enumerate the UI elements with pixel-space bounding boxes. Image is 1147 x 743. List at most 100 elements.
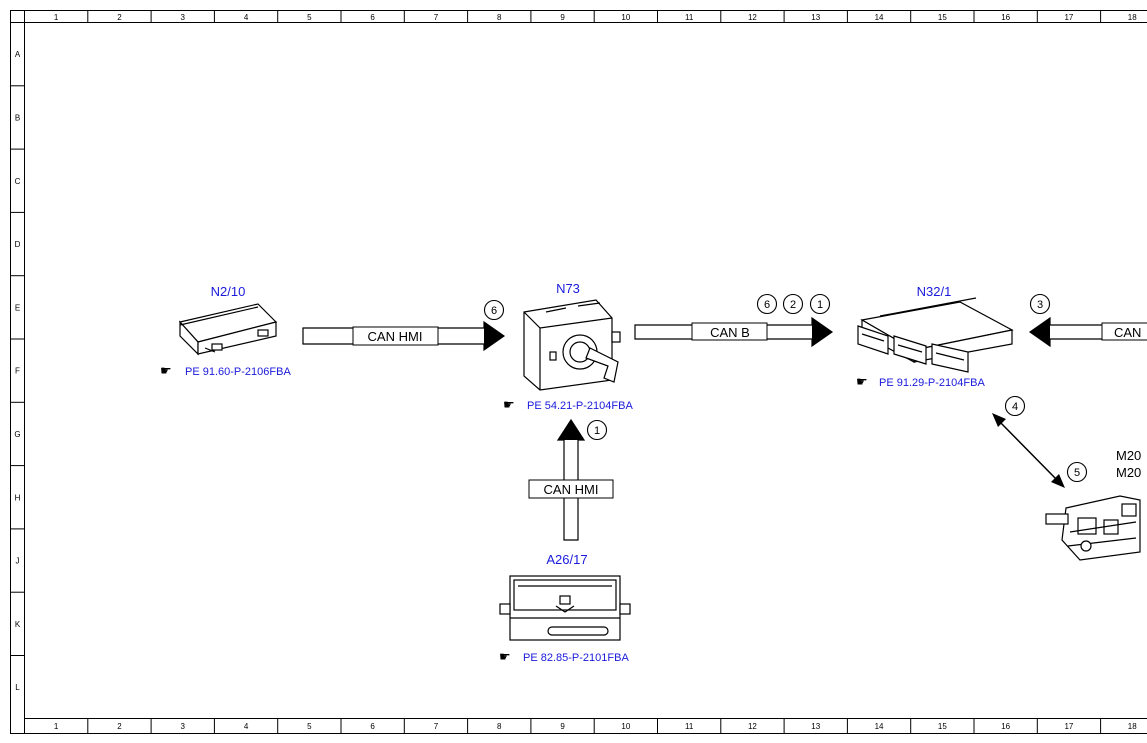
m20-assembly-icon [1045, 495, 1141, 561]
component-n2-10[interactable]: N2/10 ☛ PE 91.60-P-2106FBA [160, 284, 291, 378]
row-label: H [15, 493, 21, 502]
pointing-hand-icon: ☛ [160, 363, 172, 378]
row-label: A [15, 50, 21, 59]
a26-17-ref[interactable]: ☛ PE 82.85-P-2101FBA [499, 649, 629, 664]
n32-1-ref[interactable]: ☛ PE 91.29-P-2104FBA [856, 374, 985, 389]
arrowhead-right-icon [812, 318, 832, 346]
bus-arrow-right-to-n32: CAN 3 [1028, 293, 1147, 348]
row-label: F [15, 367, 20, 376]
a26-17-label: A26/17 [546, 552, 587, 567]
row-label: D [15, 240, 21, 249]
row-label: K [15, 620, 21, 629]
marker-3: 3 [1037, 299, 1043, 311]
arrowhead-right-icon [484, 322, 504, 350]
col-label-bottom: 14 [875, 722, 884, 731]
m20-label-2: M20 [1116, 465, 1141, 480]
bus-label-can-b: CAN B [710, 325, 750, 340]
arrowhead-up-icon [558, 420, 584, 440]
m20-label-1: M20 [1116, 448, 1141, 463]
col-label-top: 11 [685, 13, 694, 22]
a26-17-ref-text: PE 82.85-P-2101FBA [523, 652, 629, 664]
row-label: L [15, 683, 20, 692]
bus-label-can-hmi-1: CAN HMI [368, 329, 423, 344]
radio-unit-icon [499, 575, 631, 641]
col-label-bottom: 2 [117, 722, 122, 731]
n2-10-ref[interactable]: ☛ PE 91.60-P-2106FBA [160, 363, 291, 378]
control-module-icon [857, 297, 1014, 373]
col-label-bottom: 3 [181, 722, 186, 731]
bus-label-can-hmi-2: CAN HMI [544, 482, 599, 497]
n2-10-ref-text: PE 91.60-P-2106FBA [185, 366, 291, 378]
pointing-hand-icon: ☛ [499, 649, 511, 664]
col-label-top: 3 [181, 13, 186, 22]
col-label-top: 2 [117, 13, 122, 22]
drawing-area-border [24, 22, 1147, 719]
row-label: C [15, 177, 21, 186]
arrowhead-icon [1051, 474, 1065, 488]
col-label-bottom: 9 [560, 722, 565, 731]
col-label-bottom: 8 [497, 722, 502, 731]
col-label-bottom: 18 [1128, 722, 1137, 731]
pointing-hand-icon: ☛ [503, 397, 515, 412]
arrowhead-left-icon [1030, 318, 1050, 346]
col-label-bottom: 6 [370, 722, 375, 731]
component-m20[interactable]: M20 M20 [1045, 448, 1141, 561]
bus-arrow-n2-to-n73: CAN HMI 6 [302, 299, 506, 352]
col-label-top: 1 [54, 13, 59, 22]
bus-arrow-n32-to-m20: 4 5 [992, 395, 1088, 488]
component-n32-1[interactable]: N32/1 ☛ PE 91.29-P-2104FBA [856, 284, 1014, 389]
col-label-top: 7 [434, 13, 439, 22]
n32-1-label: N32/1 [917, 284, 952, 299]
marker-2: 2 [790, 299, 796, 311]
row-label: B [15, 113, 20, 122]
grid-ruler: 1122334455667788991010111112121313141415… [10, 10, 1137, 734]
col-label-bottom: 11 [685, 722, 694, 731]
col-label-top: 18 [1128, 13, 1137, 22]
col-label-top: 5 [307, 13, 312, 22]
bus-label-can: CAN [1114, 325, 1141, 340]
marker-6-a: 6 [491, 305, 497, 317]
component-n73[interactable]: N73 ☛ PE 54.21-P-2104FBA [503, 281, 633, 412]
col-label-top: 12 [748, 13, 757, 22]
arrowhead-icon [992, 413, 1006, 427]
col-label-bottom: 15 [938, 722, 947, 731]
col-label-bottom: 12 [748, 722, 757, 731]
ignition-switch-icon [523, 299, 621, 391]
marker-4: 4 [1012, 401, 1018, 413]
bus-arrow-a26-to-n73: CAN HMI 1 [528, 418, 614, 541]
col-label-top: 16 [1001, 13, 1010, 22]
col-label-bottom: 1 [54, 722, 59, 731]
marker-6-b: 6 [764, 299, 770, 311]
col-label-bottom: 13 [811, 722, 820, 731]
marker-1-b: 1 [594, 425, 600, 437]
col-label-top: 4 [244, 13, 249, 22]
component-a26-17[interactable]: A26/17 ☛ PE 82.85-P-2101FBA [499, 552, 631, 664]
col-label-bottom: 17 [1064, 722, 1073, 731]
col-label-top: 13 [811, 13, 820, 22]
col-label-top: 15 [938, 13, 947, 22]
col-label-top: 17 [1064, 13, 1073, 22]
sheet-frame [10, 10, 1147, 734]
pointing-hand-icon: ☛ [856, 374, 868, 389]
col-label-bottom: 5 [307, 722, 312, 731]
n2-10-label: N2/10 [211, 284, 246, 299]
col-label-top: 6 [370, 13, 375, 22]
col-label-bottom: 4 [244, 722, 249, 731]
n73-label: N73 [556, 281, 580, 296]
bus-arrow-n73-to-n32: CAN B 6 2 1 [634, 293, 834, 348]
col-label-bottom: 10 [621, 722, 630, 731]
col-label-top: 10 [621, 13, 630, 22]
row-label: E [15, 303, 20, 312]
n2-10-module-icon [178, 303, 278, 356]
col-label-bottom: 16 [1001, 722, 1010, 731]
col-label-top: 14 [875, 13, 884, 22]
n73-ref[interactable]: ☛ PE 54.21-P-2104FBA [503, 397, 633, 412]
n73-ref-text: PE 54.21-P-2104FBA [527, 400, 633, 412]
n32-1-ref-text: PE 91.29-P-2104FBA [879, 377, 985, 389]
row-label: J [16, 557, 20, 566]
col-label-bottom: 7 [434, 722, 439, 731]
row-label: G [14, 430, 20, 439]
marker-1-a: 1 [817, 299, 823, 311]
marker-5: 5 [1074, 467, 1080, 479]
